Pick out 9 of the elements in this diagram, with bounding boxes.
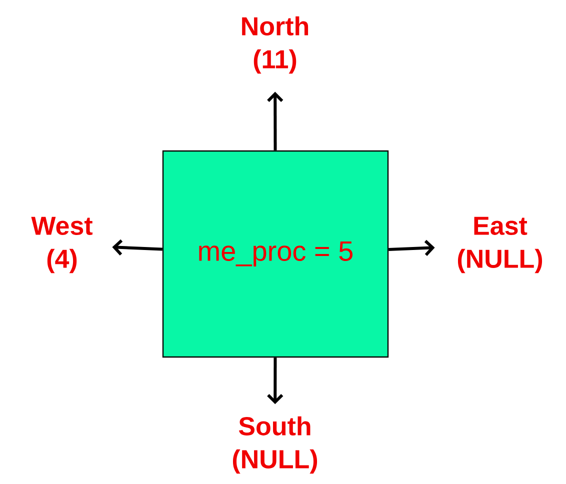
process-box: me_proc = 5 <box>162 150 389 358</box>
arrow <box>267 358 284 404</box>
direction-label: East (NULL) <box>458 216 542 274</box>
direction-label: North (11) <box>242 16 308 74</box>
arrow <box>388 240 435 256</box>
direction-label: South (NULL) <box>232 416 318 474</box>
arrow <box>267 92 284 150</box>
direction-label: West (4) <box>31 216 92 274</box>
arrow <box>112 239 162 256</box>
